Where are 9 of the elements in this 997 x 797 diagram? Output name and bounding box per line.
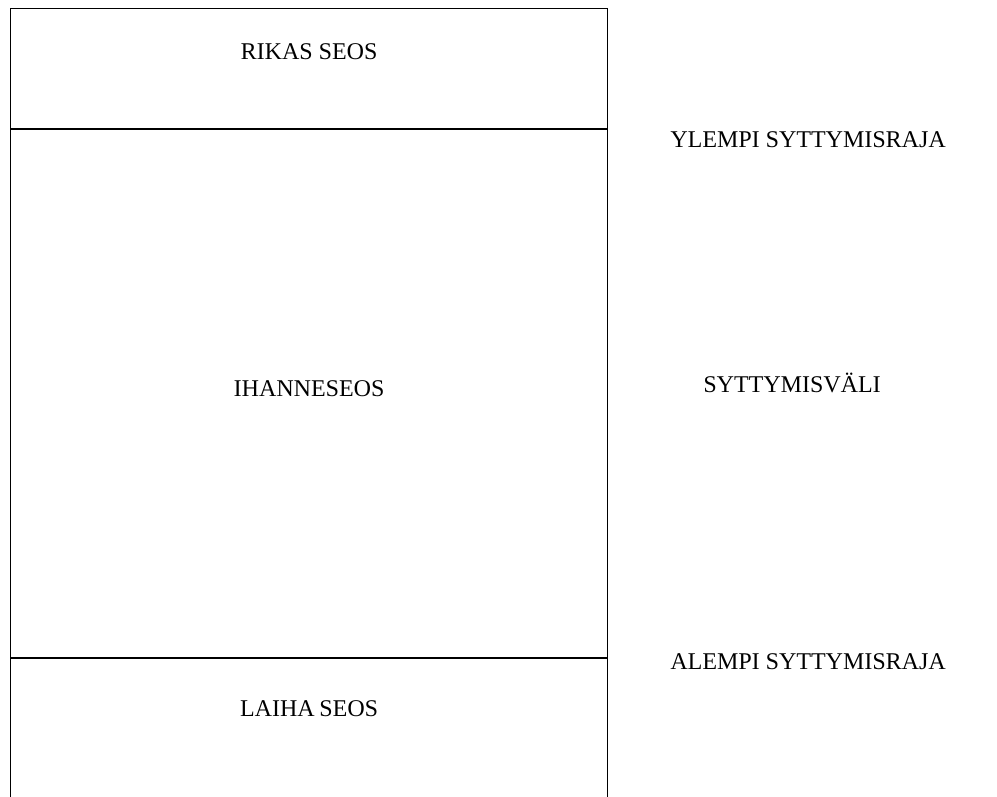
limit-label: SYTTYMISVÄLI: [703, 372, 881, 399]
mixture-band: [10, 657, 608, 797]
band-label: IHANNESEOS: [234, 376, 384, 403]
limit-label: YLEMPI SYTTYMISRAJA: [670, 127, 946, 154]
limit-label: ALEMPI SYTTYMISRAJA: [670, 649, 946, 676]
mixture-band: [10, 128, 608, 658]
band-label: LAIHA SEOS: [240, 696, 378, 723]
band-label: RIKAS SEOS: [240, 39, 378, 66]
mixture-band: [10, 8, 608, 130]
